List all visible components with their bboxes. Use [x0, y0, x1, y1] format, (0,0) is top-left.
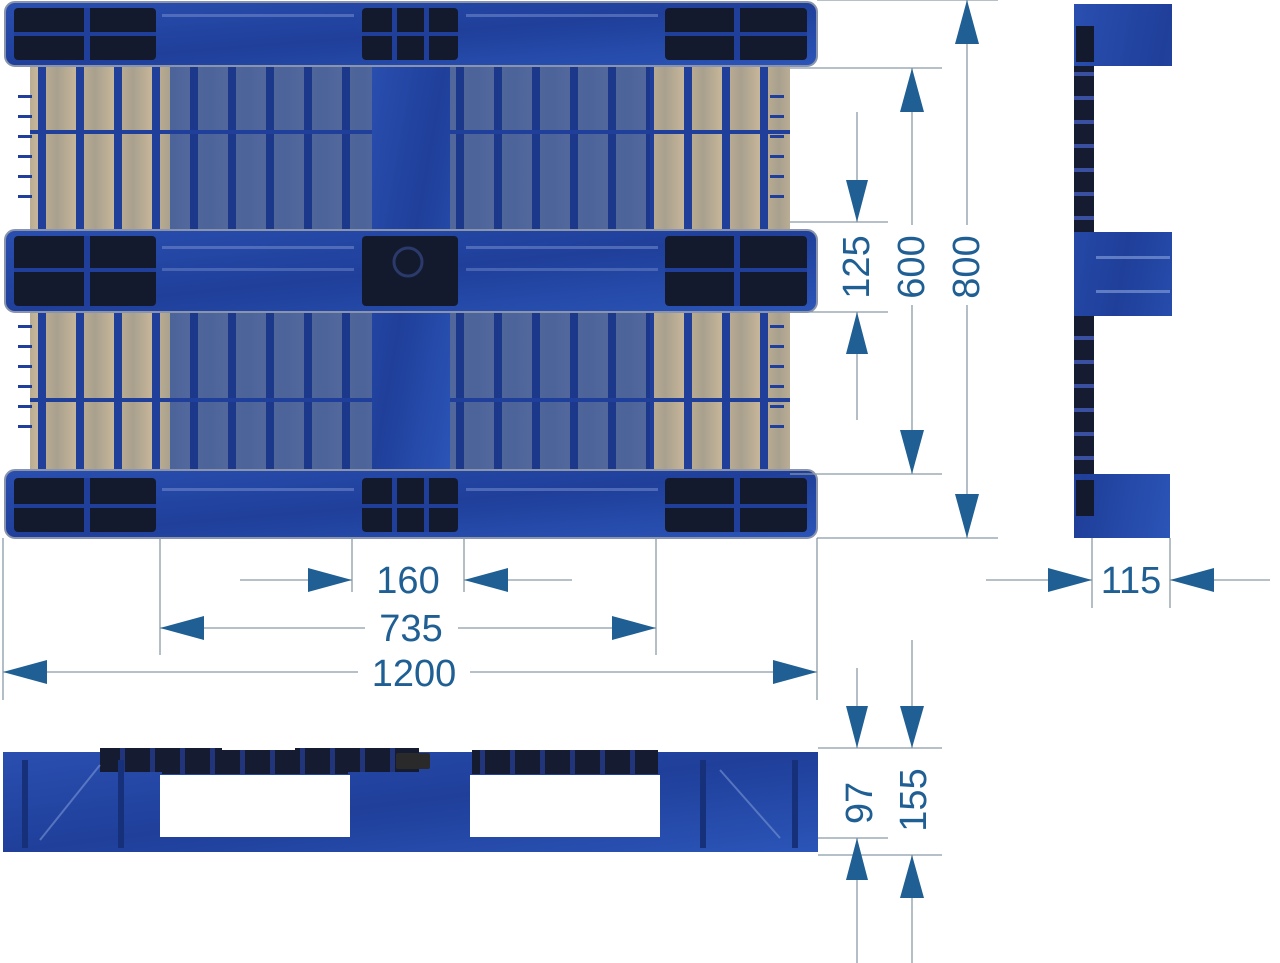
- center-hole: [392, 246, 424, 278]
- runner-bottom: [4, 469, 818, 539]
- dim-label-800: 800: [946, 235, 988, 298]
- dim-label-115: 115: [1101, 560, 1162, 602]
- dim-label-1200: 1200: [372, 653, 457, 695]
- dim-label-97: 97: [839, 782, 881, 824]
- pallet-top-view: [4, 1, 818, 539]
- dim-label-125: 125: [836, 235, 878, 298]
- runner-middle: [4, 229, 818, 313]
- fork-opening-left: [160, 775, 350, 837]
- pallet-side-view-long: [3, 748, 818, 852]
- runner-top: [4, 1, 818, 67]
- dim-label-160: 160: [376, 560, 439, 602]
- center-label-plate: [396, 753, 430, 769]
- dim-label-600: 600: [891, 235, 933, 298]
- dim-label-735: 735: [379, 608, 442, 650]
- dim-label-155: 155: [893, 768, 935, 831]
- pallet-side-view-short: [1074, 4, 1172, 538]
- fork-opening-right: [470, 775, 660, 837]
- dimension-arrows: [3, 0, 1214, 898]
